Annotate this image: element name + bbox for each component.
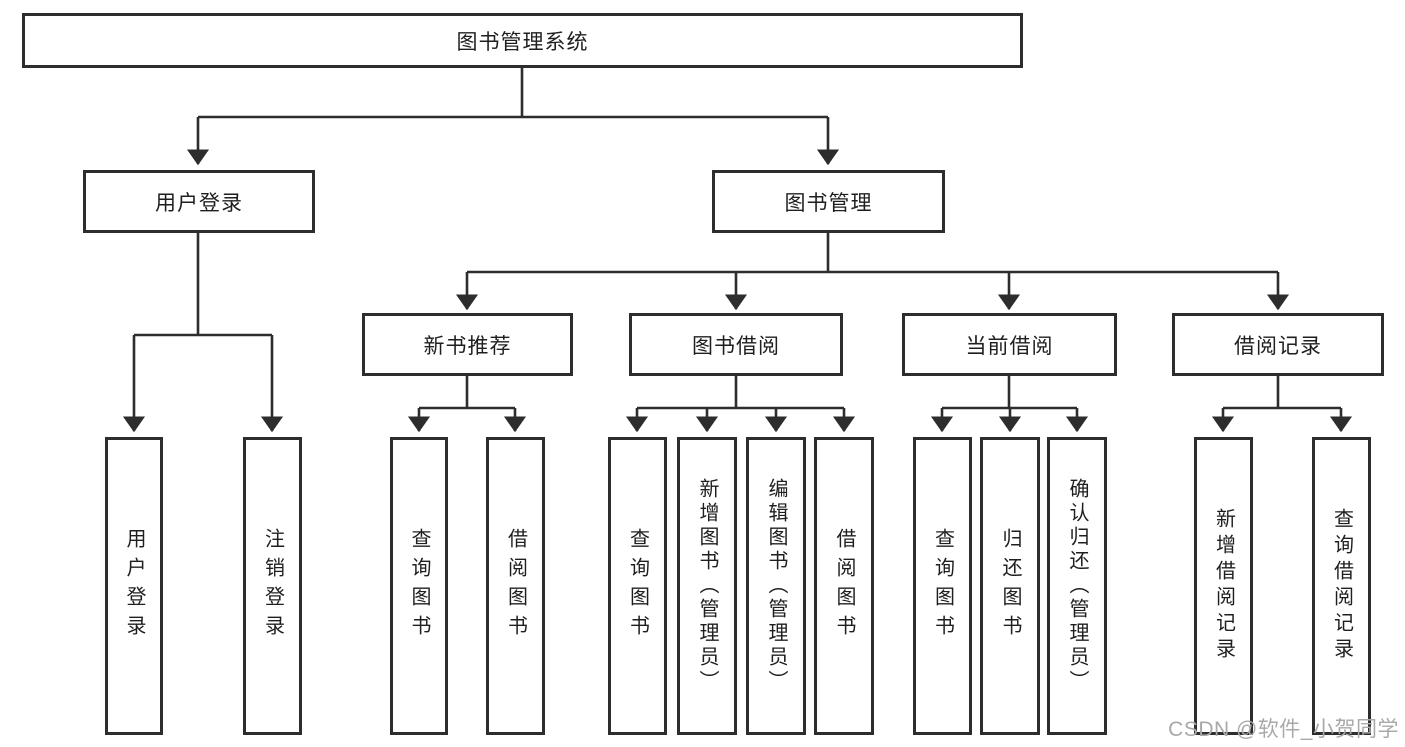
leaf-borrow-query-books: 查询图书 bbox=[608, 437, 667, 735]
leaf-borrow-borrow-books: 借阅图书 bbox=[814, 437, 874, 735]
leaf-newbook-query-books: 查询图书 bbox=[390, 437, 448, 735]
leaf-current-confirm-return-admin: 确认归还（管理员） bbox=[1047, 437, 1107, 735]
leaf-borrow-edit-books-admin: 编辑图书（管理员） bbox=[746, 437, 806, 735]
node-new-book-recommend: 新书推荐 bbox=[362, 313, 573, 376]
leaf-record-add-borrow-record: 新增借阅记录 bbox=[1194, 437, 1253, 735]
leaf-borrow-add-books-admin: 新增图书（管理员） bbox=[677, 437, 737, 735]
node-user-login: 用户登录 bbox=[83, 170, 315, 233]
node-book-management: 图书管理 bbox=[712, 170, 945, 233]
node-book-borrow: 图书借阅 bbox=[629, 313, 843, 376]
node-library-system: 图书管理系统 bbox=[22, 13, 1023, 68]
leaf-logout-login: 注销登录 bbox=[243, 437, 302, 735]
node-current-borrow: 当前借阅 bbox=[902, 313, 1117, 376]
leaf-current-query-books: 查询图书 bbox=[913, 437, 972, 735]
leaf-record-query-borrow-record: 查询借阅记录 bbox=[1312, 437, 1371, 735]
node-borrow-record: 借阅记录 bbox=[1172, 313, 1384, 376]
leaf-user-login: 用户登录 bbox=[105, 437, 163, 735]
leaf-current-return-books: 归还图书 bbox=[980, 437, 1040, 735]
leaf-newbook-borrow-books: 借阅图书 bbox=[486, 437, 545, 735]
csdn-watermark: CSDN @软件_小贺同学 bbox=[1168, 718, 1399, 741]
